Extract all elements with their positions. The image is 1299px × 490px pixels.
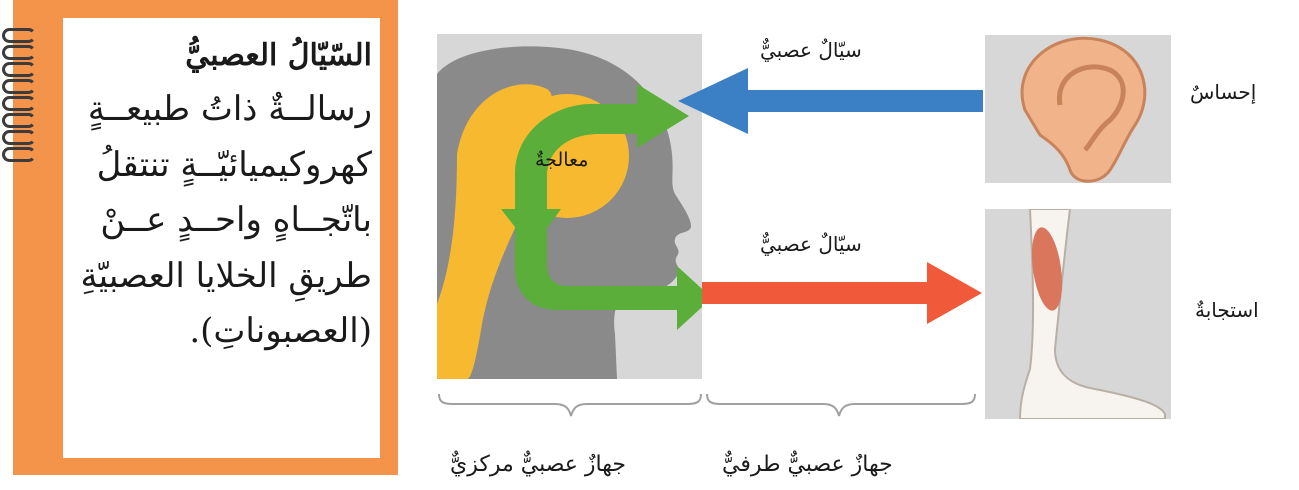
- central-brace: [438, 393, 702, 417]
- binder-ring-icon: [2, 79, 36, 94]
- green-processing-arrow-out: [515, 209, 712, 330]
- bottom-arrow-label: سيّالٌ عصبيٌّ: [760, 232, 862, 256]
- ear-fold: [1057, 64, 1126, 152]
- peripheral-brace: [706, 393, 976, 417]
- card-text-line: (العصبوناتِ).: [189, 311, 372, 351]
- definition-card-page: [63, 18, 380, 458]
- binder-ring-icon: [2, 28, 36, 43]
- processing-label: معالجةٌ: [535, 149, 589, 171]
- ear-icon: [1020, 36, 1147, 183]
- top-arrow-label: سيّالٌ عصبيٌّ: [760, 38, 862, 62]
- card-text-line: باتّجــاهٍ واحــدٍ عــنْ: [100, 200, 372, 240]
- card-title: السّيّالُ العصبيُّ: [185, 38, 372, 73]
- sensory-arrow: [678, 68, 983, 134]
- binder-ring-icon: [2, 147, 36, 162]
- binder-ring-icon: [2, 113, 36, 128]
- central-system-label: جهازٌ عصبيٌّ مركزيٌّ: [450, 452, 626, 477]
- calf-muscle: [1031, 227, 1063, 311]
- green-processing-arrow-in: [501, 84, 689, 249]
- card-text-line: كهروكيميائيّــةٍ تنتقلُ: [96, 145, 372, 185]
- binder-ring-icon: [2, 45, 36, 60]
- head-silhouette-illustration: [437, 46, 712, 379]
- sensation-label: إحساسٌ: [1190, 80, 1257, 104]
- card-text-line: رسالــةٌ ذاتُ طبيعــةٍ: [87, 89, 372, 129]
- system-braces: [438, 393, 976, 417]
- ear-outer: [1020, 36, 1147, 183]
- binder-ring-icon: [2, 130, 36, 145]
- leg-panel: [985, 208, 1171, 420]
- head-panel: معالجةٌ: [437, 34, 712, 379]
- motor-arrow: [702, 262, 982, 324]
- blue-arrow-shape: [678, 68, 983, 134]
- leg-icon: [1018, 208, 1166, 420]
- card-text-line: طريقِ الخلايا العصبيّةِ: [80, 256, 372, 296]
- ear-panel: [985, 35, 1171, 183]
- red-arrow-shape: [702, 262, 982, 324]
- binder-ring-icon: [2, 62, 36, 77]
- binder-ring-icon: [2, 96, 36, 111]
- peripheral-system-label: جهازٌ عصبيٌّ طرفيٌّ: [722, 452, 893, 477]
- response-label: استجابةٌ: [1195, 298, 1259, 322]
